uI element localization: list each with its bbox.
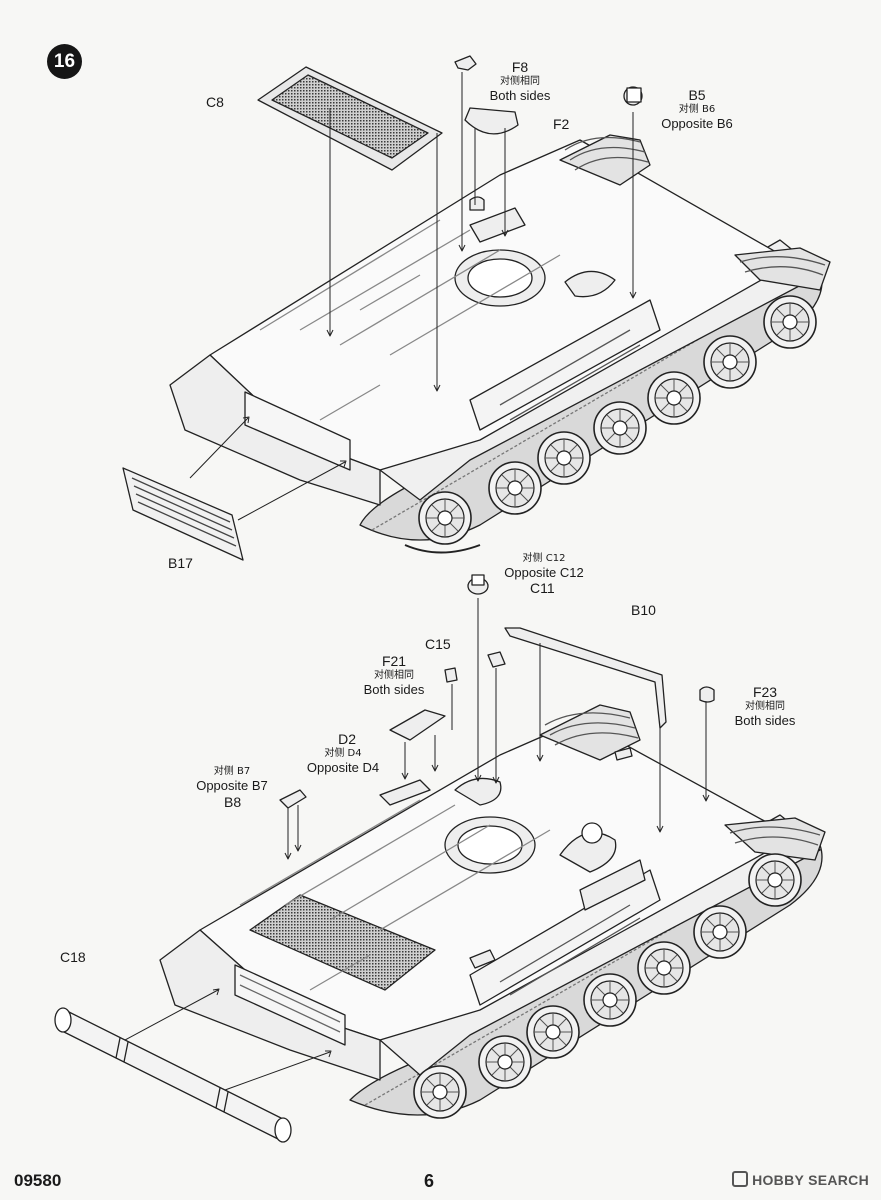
c11-part (467, 574, 489, 595)
footer-page-number: 6 (424, 1171, 435, 1191)
label-c12-en: Opposite C12 (504, 565, 584, 580)
label-f23-group: F23 对侧相同 Both sides (726, 684, 804, 729)
b17-part (122, 467, 244, 561)
label-b7-group: 对侧 B7 Opposite B7 (188, 765, 276, 793)
top-small-pins (469, 196, 485, 211)
label-f21-group: F21 对侧相同 Both sides (355, 653, 433, 698)
b5-part (623, 86, 643, 106)
f21-part (444, 667, 458, 683)
label-f2: F2 (553, 116, 570, 132)
label-f23: F23 (752, 684, 778, 700)
label-f8-cn: 对侧相同 (500, 76, 540, 87)
label-f8-en: Both sides (489, 88, 551, 103)
footer-kit-code: 09580 (14, 1171, 62, 1190)
watermark-text: HOBBY SEARCH (752, 1172, 869, 1188)
label-d2-en: Opposite D4 (306, 760, 380, 775)
label-f21: F21 (381, 653, 407, 669)
label-d2-group: D2 对侧 D4 Opposite D4 (300, 731, 386, 776)
label-c8: C8 (206, 94, 224, 110)
label-f8: F8 (511, 59, 529, 75)
label-d2-cn: 对侧 D4 (324, 748, 362, 759)
step-number-badge: 16 (47, 44, 82, 79)
label-c12-cn: 对侧 C12 (522, 553, 566, 564)
f8-part (454, 55, 477, 71)
label-b5: B5 (688, 87, 706, 103)
f2-part (464, 107, 519, 135)
label-b10: B10 (631, 602, 656, 618)
footer-watermark: HOBBY SEARCH (732, 1171, 869, 1188)
label-f23-en: Both sides (734, 713, 796, 728)
label-b5-en: Opposite B6 (661, 116, 733, 131)
label-f21-en: Both sides (363, 682, 425, 697)
label-c18: C18 (60, 949, 86, 965)
label-b8: B8 (224, 794, 242, 810)
top-hull (169, 134, 831, 541)
c8-part (257, 66, 443, 171)
label-f23-cn: 对侧相同 (745, 701, 785, 712)
f23-part (699, 686, 715, 703)
label-c11: C11 (530, 580, 555, 596)
bottom-hull (159, 704, 826, 1116)
label-b7-cn: 对侧 B7 (213, 766, 251, 777)
label-b17: B17 (168, 555, 193, 571)
c15-part (487, 651, 506, 668)
b10-part (504, 627, 667, 729)
label-f21-cn: 对侧相同 (374, 670, 414, 681)
label-c15: C15 (425, 636, 451, 652)
label-d2: D2 (338, 731, 356, 747)
b8-part (279, 789, 307, 809)
watermark-logo-icon (732, 1171, 749, 1187)
label-c12-group: 对侧 C12 Opposite C12 (498, 552, 590, 580)
label-f8-group: F8 对侧相同 Both sides (480, 59, 560, 104)
label-b7-en: Opposite B7 (196, 778, 268, 793)
c18-part (54, 1007, 292, 1143)
d2-part (389, 709, 446, 741)
label-b5-group: B5 对侧 B6 Opposite B6 (652, 87, 742, 132)
label-b5-cn: 对侧 B6 (678, 104, 716, 115)
